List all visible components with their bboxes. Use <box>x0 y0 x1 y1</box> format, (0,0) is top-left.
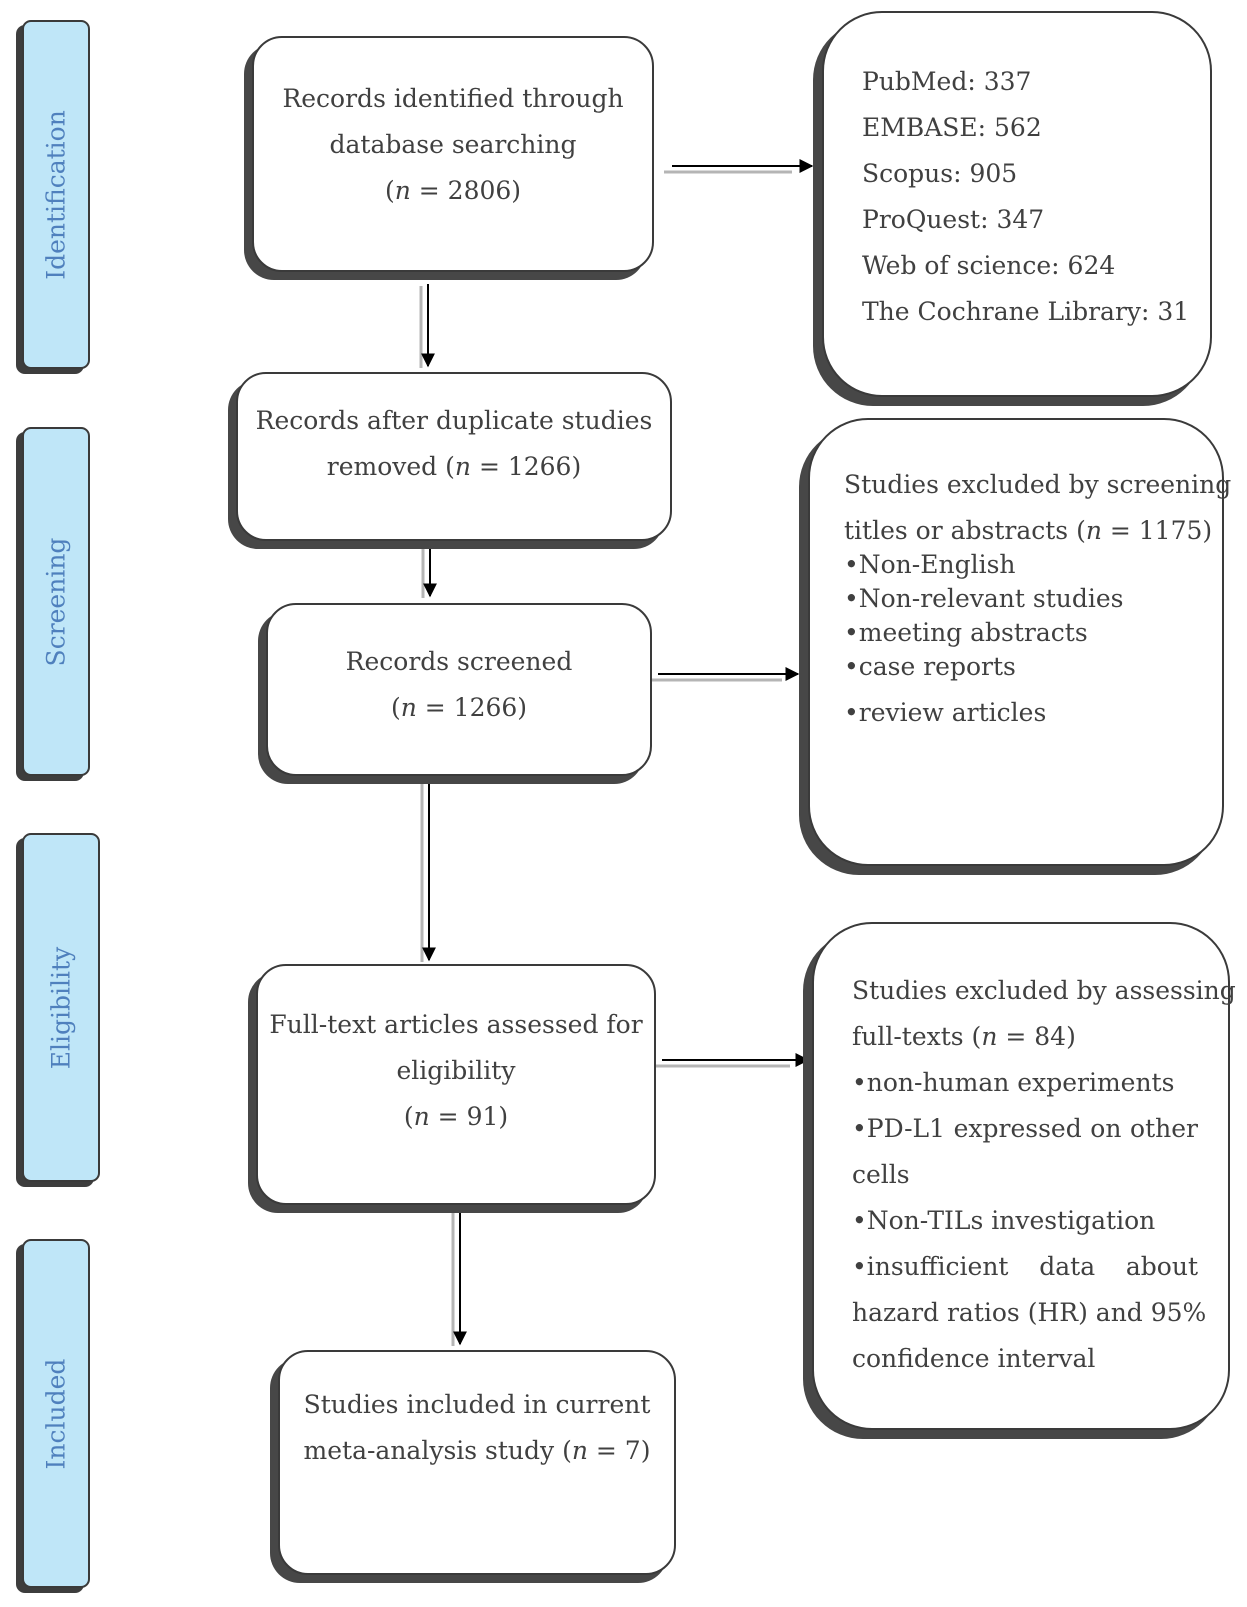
arrow-deduplicated-to-screened <box>421 542 437 598</box>
screen-excluded-reason-2: •Non-relevant studies <box>844 584 1124 613</box>
phase-screening-label: Screening <box>41 537 71 666</box>
database-proquest: ProQuest: 347 <box>862 205 1045 234</box>
included-box: Studies included in current meta-analysi… <box>278 1350 676 1575</box>
phase-eligibility: Eligibility <box>22 833 100 1182</box>
identified-line2: database searching <box>329 130 577 159</box>
screen-excluded-reason-1: •Non-English <box>844 550 1016 579</box>
phase-identification: Identification <box>22 20 90 369</box>
phase-included: Included <box>22 1239 90 1588</box>
phase-screening: Screening <box>22 427 90 776</box>
arrow-identified-to-databases <box>664 159 814 174</box>
arrow-fulltext-to-excluded <box>654 1053 810 1068</box>
fulltext-excluded-reason-2-cont: cells <box>852 1160 910 1189</box>
screen-excluded-reason-3: •meeting abstracts <box>844 618 1088 647</box>
deduplicated-box: Records after duplicate studies removed … <box>236 372 672 541</box>
fulltext-excluded-reason-1: •non-human experiments <box>852 1068 1175 1097</box>
fulltext-excluded-reason-2: •PD-L1 expressed on other <box>852 1114 1198 1143</box>
arrow-fulltext-to-included <box>451 1201 467 1346</box>
deduplicated-line1: Records after duplicate studies <box>255 406 653 435</box>
database-embase: EMBASE: 562 <box>862 113 1042 142</box>
database-cochrane: The Cochrane Library: 31 <box>862 297 1190 326</box>
database-scopus: Scopus: 905 <box>862 159 1018 188</box>
database-pubmed: PubMed: 337 <box>862 67 1032 96</box>
fulltext-excluded-reason-3: •Non-TILs investigation <box>852 1206 1156 1235</box>
arrow-screened-to-excluded <box>650 667 800 682</box>
fulltext-excluded-reason-4-end: confidence interval <box>852 1344 1096 1373</box>
screen-excluded-line1: Studies excluded by screening <box>844 470 1232 499</box>
arrow-screened-to-fulltext <box>420 776 436 962</box>
phase-identification-label: Identification <box>41 109 71 280</box>
screened-line1: Records screened <box>345 647 573 676</box>
fulltext-excluded-box: Studies excluded by assessing full-texts… <box>812 922 1236 1430</box>
fulltext-excluded-reason-4: •insufficient data about <box>852 1252 1198 1281</box>
fulltext-excluded-reason-4-cont: hazard ratios (HR) and 95% <box>852 1298 1207 1327</box>
screen-excluded-reason-5: •review articles <box>844 698 1047 727</box>
screen-excluded-reason-4: •case reports <box>844 652 1016 681</box>
fulltext-excluded-line2: full-texts (n = 84) <box>852 1022 1076 1051</box>
identified-box: Records identified through database sear… <box>252 36 654 272</box>
screened-box: Records screened (n = 1266) <box>266 603 652 776</box>
screen-excluded-box: Studies excluded by screening titles or … <box>808 418 1232 866</box>
fulltext-line2: eligibility <box>396 1056 516 1085</box>
included-line1: Studies included in current <box>303 1390 651 1419</box>
database-web-of-science: Web of science: 624 <box>862 251 1116 280</box>
arrow-identified-to-deduplicated <box>419 284 435 368</box>
screen-excluded-line2: titles or abstracts (n = 1175) <box>844 516 1213 545</box>
phase-included-label: Included <box>41 1358 71 1469</box>
included-line2: meta-analysis study (n = 7) <box>303 1436 651 1465</box>
phase-eligibility-label: Eligibility <box>46 946 76 1069</box>
fulltext-line1: Full-text articles assessed for <box>269 1010 643 1039</box>
fulltext-box: Full-text articles assessed for eligibil… <box>256 964 656 1205</box>
deduplicated-line2: removed (n = 1266) <box>326 452 582 481</box>
fulltext-excluded-line1: Studies excluded by assessing <box>852 976 1236 1005</box>
identified-count: (n = 2806) <box>384 176 522 205</box>
databases-box: PubMed: 337 EMBASE: 562 Scopus: 905 ProQ… <box>822 11 1212 397</box>
screened-count: (n = 1266) <box>390 693 528 722</box>
identified-line1: Records identified through <box>282 84 624 113</box>
fulltext-count: (n = 91) <box>403 1102 509 1131</box>
